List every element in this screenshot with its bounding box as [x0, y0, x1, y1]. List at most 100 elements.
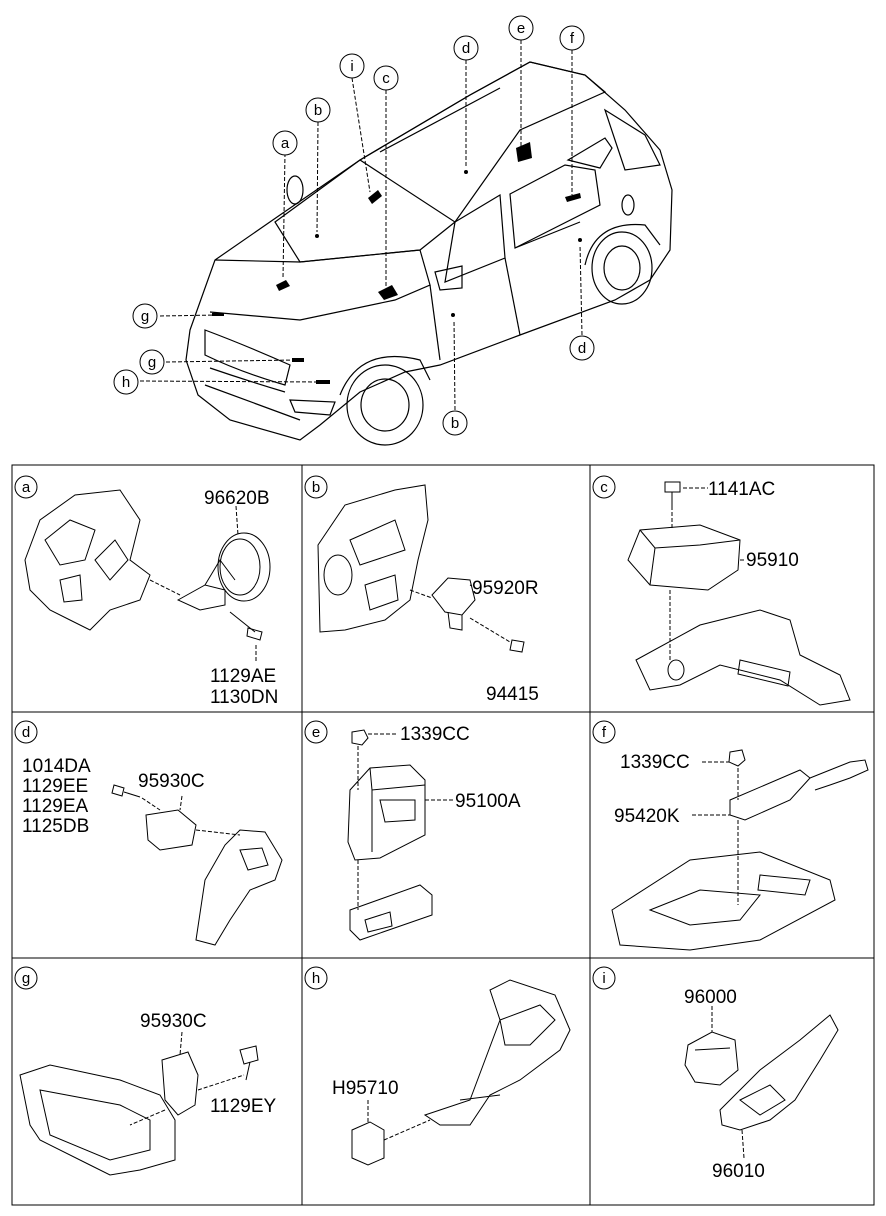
- overview-callout-6: f: [559, 25, 585, 51]
- callout-circle: [132, 303, 158, 329]
- part-label-96620b: 96620B: [204, 488, 270, 509]
- callout-letter: f: [570, 30, 575, 47]
- callout-circle: [272, 130, 298, 156]
- part-label-95920r: 95920R: [472, 578, 539, 599]
- overview-callouts: a b i c d e f g g h b d: [113, 15, 595, 436]
- callout-letter: b: [451, 415, 459, 432]
- part-label-95930c: 95930C: [138, 771, 205, 792]
- panel-callout-e: e: [304, 720, 328, 744]
- callout-circle: [508, 15, 534, 41]
- panel-callout-circle: [14, 475, 38, 499]
- overview-callout-11: d: [569, 335, 595, 361]
- panel-f: 1339CC 95420K: [611, 749, 869, 951]
- panel-callout-c: c: [592, 475, 616, 499]
- panel-callout-letter: c: [600, 479, 608, 496]
- panel-callout-letter: f: [602, 724, 607, 741]
- panel-a: 96620B 1129AE 1130DN: [24, 488, 278, 708]
- panel-callout-letter: e: [312, 724, 320, 741]
- panel-callouts: a b c d e f g h i: [14, 475, 616, 990]
- panel-callout-circle: [592, 475, 616, 499]
- overview-callout-5: e: [508, 15, 534, 41]
- panel-callout-circle: [14, 720, 38, 744]
- panel-callout-i: i: [592, 966, 616, 990]
- panel-grid: [11, 464, 875, 1206]
- callout-letter: g: [148, 354, 156, 371]
- part-label-1129ae: 1129AE: [210, 666, 276, 687]
- panel-callout-circle: [304, 966, 328, 990]
- panel-callout-circle: [592, 966, 616, 990]
- panel-callout-b: b: [304, 475, 328, 499]
- callout-letter: i: [350, 58, 353, 75]
- callout-letter: d: [462, 40, 470, 57]
- part-label-95420k: 95420K: [614, 806, 680, 827]
- part-label-95930c-g: 95930C: [140, 1011, 207, 1032]
- callout-letter: b: [314, 102, 322, 119]
- part-label-1130dn: 1130DN: [210, 687, 278, 708]
- callout-circle: [559, 25, 585, 51]
- callout-circle: [113, 369, 139, 395]
- part-label-1125db: 1125DB: [22, 816, 89, 837]
- overview-callout-7: g: [132, 303, 158, 329]
- panel-callout-letter: h: [312, 970, 320, 987]
- part-label-1014da: 1014DA: [22, 756, 91, 777]
- overview-callout-2: i: [339, 53, 365, 79]
- part-label-96000: 96000: [684, 987, 737, 1008]
- callout-circle: [569, 335, 595, 361]
- vehicle-overview: [185, 61, 673, 446]
- part-label-95910: 95910: [746, 550, 799, 571]
- panel-callout-a: a: [14, 475, 38, 499]
- callout-circle: [339, 53, 365, 79]
- overview-callout-4: d: [453, 35, 479, 61]
- part-label-1339cc-f: 1339CC: [620, 752, 690, 773]
- overview-callout-1: b: [305, 97, 331, 123]
- callout-letter: d: [578, 340, 586, 357]
- callout-circle: [442, 410, 468, 436]
- part-label-1129ee: 1129EE: [22, 776, 88, 797]
- panel-callout-letter: d: [22, 724, 30, 741]
- panel-callout-h: h: [304, 966, 328, 990]
- part-label-94415: 94415: [486, 684, 539, 705]
- part-label-1339cc: 1339CC: [400, 724, 470, 745]
- callout-letter: a: [281, 135, 290, 152]
- panel-callout-circle: [592, 720, 616, 744]
- panel-d: 1014DA 1129EE 1129EA 1125DB 95930C: [22, 756, 283, 946]
- part-label-h95710: H95710: [332, 1078, 399, 1099]
- overview-callout-9: h: [113, 369, 139, 395]
- panel-callout-circle: [304, 720, 328, 744]
- overview-sensor-marks: [212, 142, 582, 384]
- panel-callout-letter: i: [602, 970, 605, 987]
- panel-c: 1141AC 95910: [627, 479, 851, 706]
- callout-letter: c: [382, 70, 390, 87]
- overview-leaders: [139, 40, 583, 411]
- panel-callout-letter: g: [22, 970, 30, 987]
- panel-callout-d: d: [14, 720, 38, 744]
- part-label-1141ac: 1141AC: [708, 479, 775, 500]
- panel-e: 1339CC 95100A: [347, 724, 521, 941]
- part-label-1129ey: 1129EY: [210, 1096, 277, 1117]
- callout-circle: [373, 65, 399, 91]
- callout-letter: g: [141, 308, 149, 325]
- panel-callout-f: f: [592, 720, 616, 744]
- panel-callout-g: g: [14, 966, 38, 990]
- panel-g: 95930C 1129EY: [19, 1011, 277, 1176]
- part-label-95100a: 95100A: [455, 791, 521, 812]
- part-label-1129ea: 1129EA: [22, 796, 89, 817]
- callout-circle: [453, 35, 479, 61]
- panel-b: 95920R 94415: [317, 484, 539, 705]
- part-label-96010: 96010: [712, 1161, 765, 1182]
- overview-callout-10: b: [442, 410, 468, 436]
- panel-callout-letter: a: [22, 479, 31, 496]
- callout-circle: [305, 97, 331, 123]
- panel-callout-letter: b: [312, 479, 320, 496]
- overview-callout-8: g: [139, 349, 165, 375]
- panel-callout-circle: [14, 966, 38, 990]
- callout-letter: h: [122, 374, 130, 391]
- overview-callout-0: a: [272, 130, 298, 156]
- panel-i: 96000 96010: [684, 987, 839, 1182]
- panel-h: H95710: [332, 979, 571, 1166]
- overview-callout-3: c: [373, 65, 399, 91]
- callout-letter: e: [517, 20, 525, 37]
- panel-callout-circle: [304, 475, 328, 499]
- callout-circle: [139, 349, 165, 375]
